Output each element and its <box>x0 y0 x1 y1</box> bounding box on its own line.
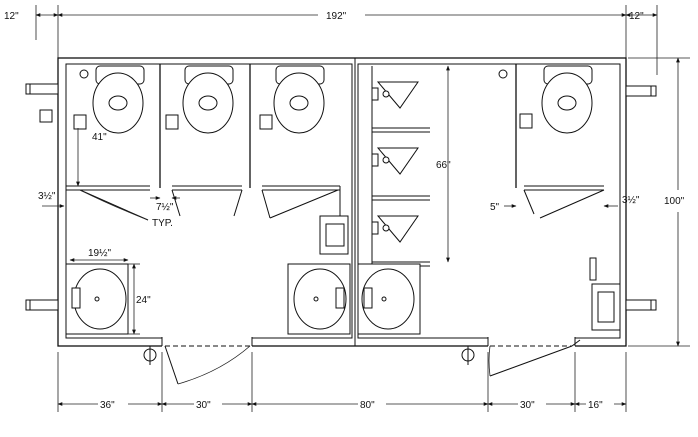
sink-left <box>65 263 129 335</box>
urinal-screens <box>371 66 430 267</box>
dim-left-clear: 3½" <box>38 191 56 202</box>
dim-bottom-b: 30" <box>196 400 211 411</box>
dim-top-left: 12" <box>4 11 19 22</box>
dim-right-height: 100" <box>664 196 685 207</box>
toilet-stall-3 <box>259 65 325 134</box>
dim-sink-width: 19½" <box>88 248 111 259</box>
toilet-stall-1 <box>73 65 145 134</box>
dim-bottom-c: 80" <box>360 400 375 411</box>
dim-top-right: 12" <box>629 11 644 22</box>
sink-center <box>287 263 351 335</box>
interior-dimension-lines <box>42 65 618 335</box>
dim-sink-depth: 24" <box>136 295 151 306</box>
dim-top-overall: 192" <box>326 11 347 22</box>
dim-bottom-a: 36" <box>100 400 115 411</box>
dim-right-clear: 3½" <box>622 195 640 206</box>
pipe-stubs <box>25 83 657 365</box>
stall-doors <box>79 189 605 221</box>
door-opening-left <box>162 337 252 349</box>
sink-right <box>357 263 421 335</box>
urinal-1 <box>371 81 419 109</box>
wall-cabinets <box>319 215 621 331</box>
dim-right-five: 5" <box>490 202 500 213</box>
entry-door-left <box>164 345 251 385</box>
dim-partition-depth: 41" <box>92 132 107 143</box>
dim-urinal-zone: 66" <box>436 160 451 171</box>
toilet-stall-4 <box>498 65 593 134</box>
dim-bottom-d: 30" <box>520 400 535 411</box>
dim-bottom-e: 16" <box>588 400 603 411</box>
dim-typ: TYP. <box>152 218 173 229</box>
dim-stall-gap: 7½" <box>156 202 174 213</box>
entry-door-right <box>488 339 581 377</box>
urinal-2 <box>371 147 419 175</box>
toilet-stall-2 <box>165 65 234 134</box>
door-opening-right <box>488 337 575 349</box>
